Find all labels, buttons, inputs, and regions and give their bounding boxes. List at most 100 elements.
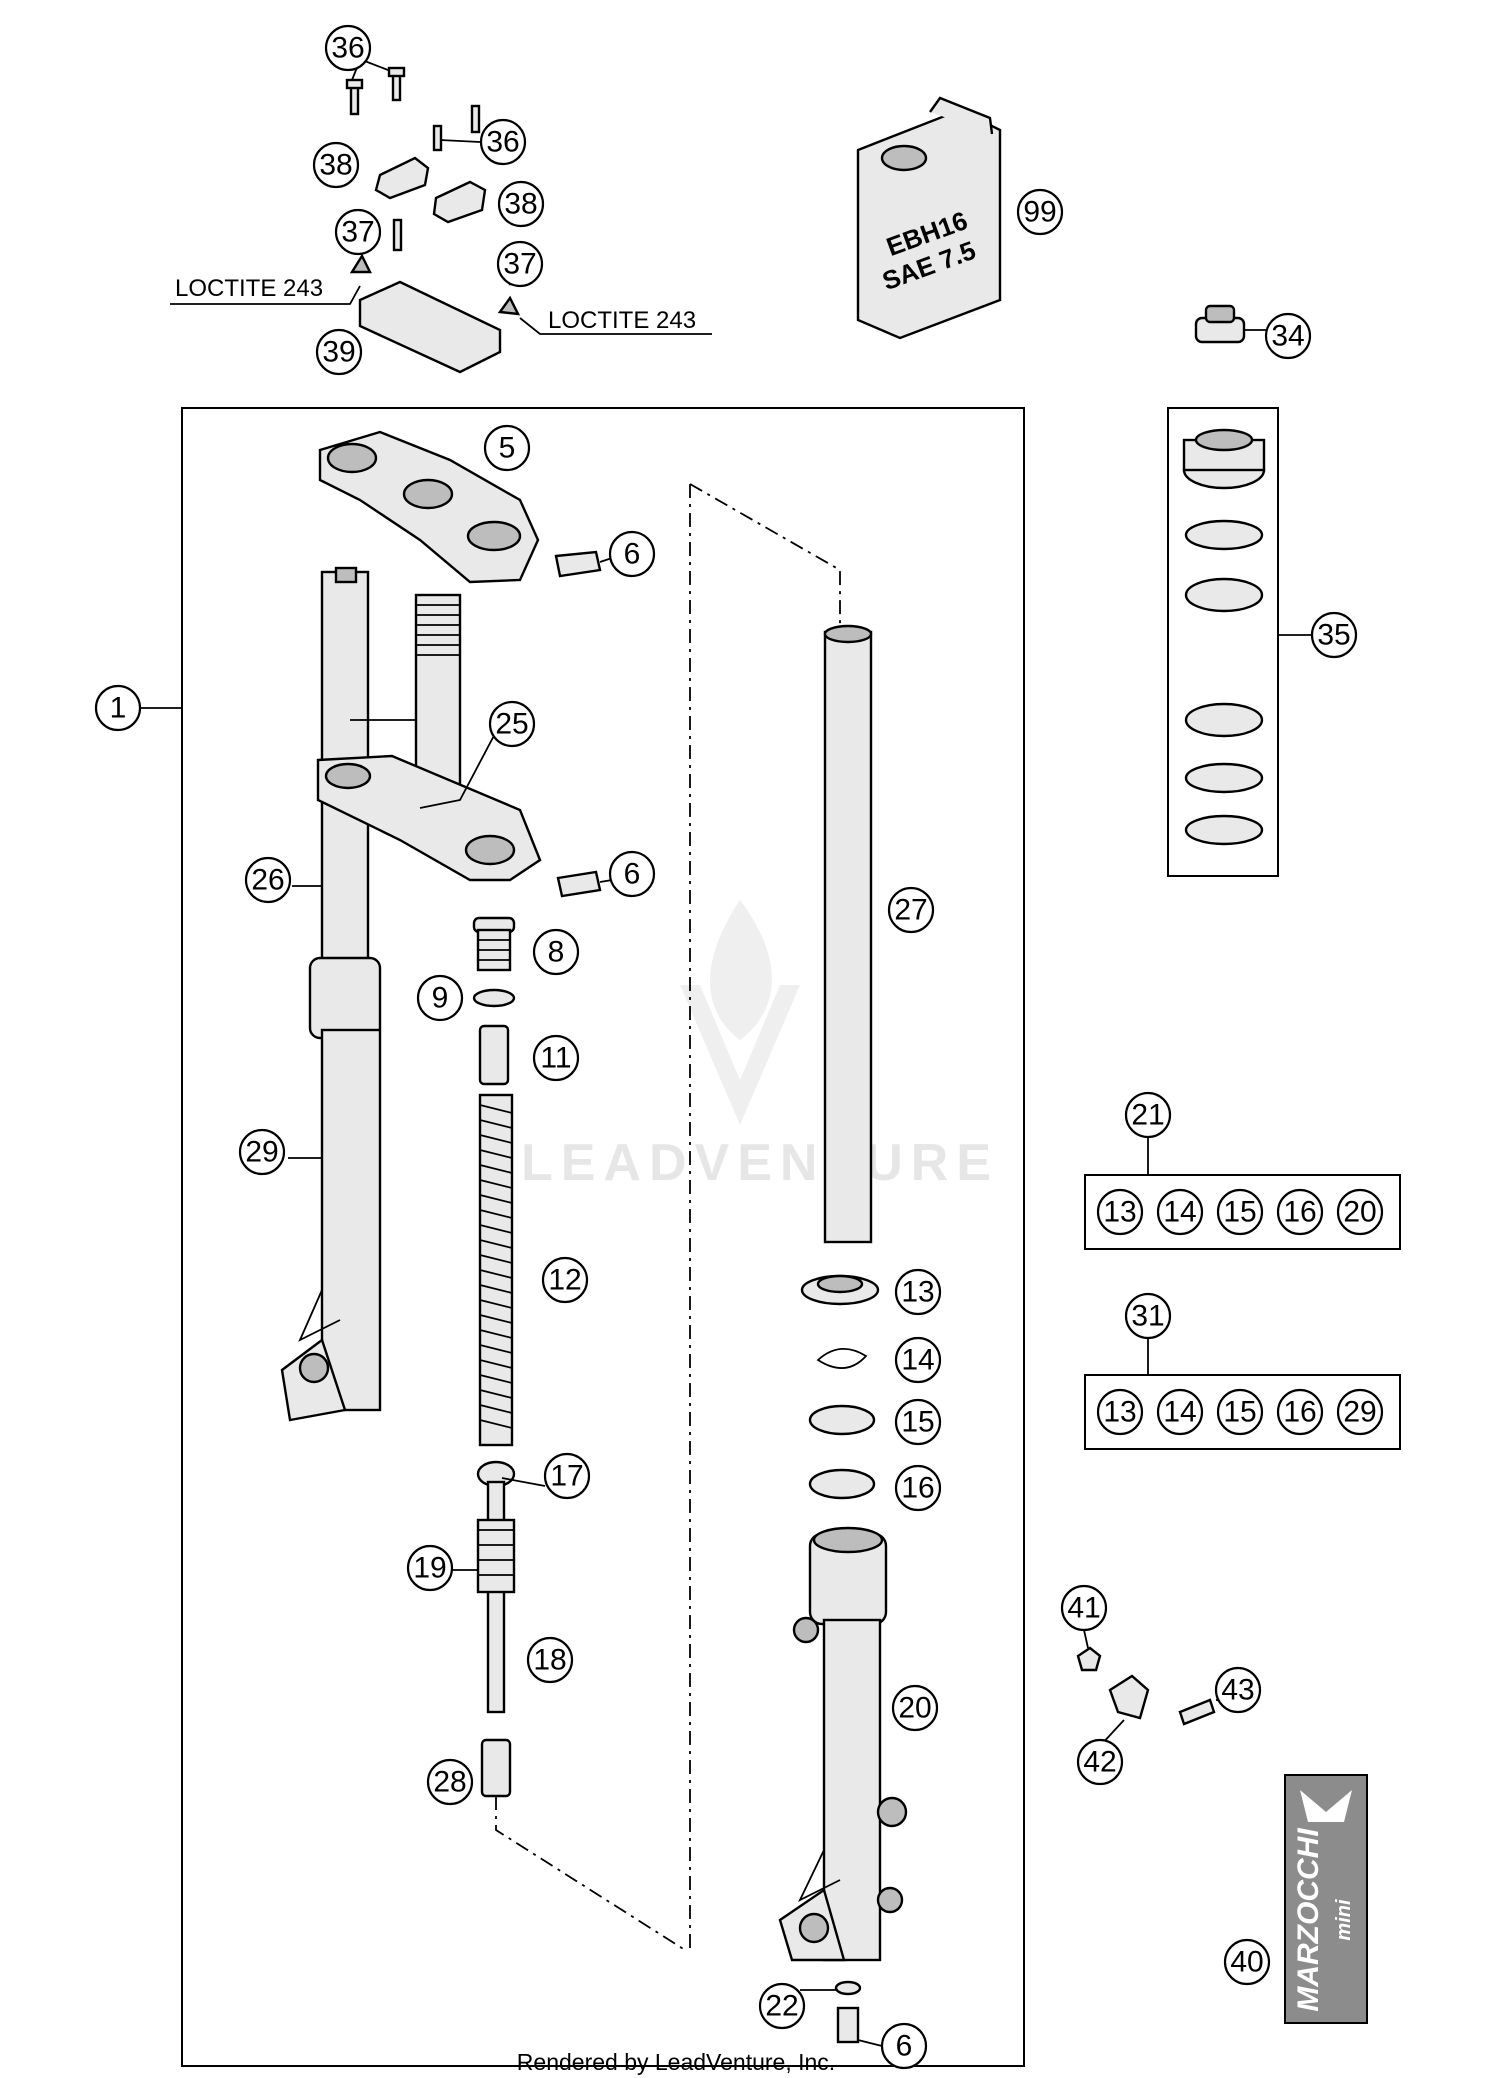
loctite-left-label: LOCTITE 243 [175, 275, 323, 302]
callout-13: 13 [894, 1268, 942, 1316]
callout-16: 16 [894, 1464, 942, 1512]
svg-text:13: 13 [901, 1276, 934, 1309]
svg-text:25: 25 [495, 708, 528, 741]
stem-nut [1194, 304, 1268, 344]
svg-text:11: 11 [540, 1042, 571, 1075]
kit-31-item-3: 16 [1276, 1388, 1324, 1436]
svg-text:12: 12 [548, 1264, 581, 1297]
callout-19: 19 [406, 1544, 454, 1592]
callout-17: 17 [543, 1452, 591, 1500]
outer-tube-20 [778, 1526, 908, 1962]
svg-text:18: 18 [533, 1644, 566, 1677]
svg-text:8: 8 [548, 936, 565, 969]
loctite-drop-left [349, 253, 372, 274]
svg-text:35: 35 [1317, 619, 1350, 652]
svg-text:42: 42 [1083, 1746, 1116, 1779]
watermark: LEADVENTURE [521, 900, 991, 1192]
callout-14: 14 [894, 1336, 942, 1384]
watermark-flame-icon [710, 900, 772, 1040]
callout-6-upper: 6 [608, 530, 656, 578]
svg-text:6: 6 [896, 2030, 913, 2063]
callout-28: 28 [426, 1758, 474, 1806]
watermark-v-icon [680, 985, 800, 1125]
callout-20: 20 [891, 1684, 939, 1732]
svg-text:1: 1 [110, 692, 127, 725]
svg-text:38: 38 [319, 149, 352, 182]
fork-cap-8 [472, 916, 516, 972]
svg-text:20: 20 [898, 1692, 931, 1725]
seal-13 [800, 1274, 880, 1306]
decal-logo-icon [1300, 1790, 1352, 1822]
svg-text:16: 16 [901, 1472, 934, 1505]
decal-brand: MARZOCCHI [1292, 1828, 1325, 2012]
svg-text:15: 15 [901, 1406, 934, 1439]
kit-31-item-0: 13 [1096, 1388, 1144, 1436]
svg-text:22: 22 [765, 1990, 798, 2023]
callout-29: 29 [238, 1128, 286, 1176]
kit-31-item-4: 29 [1336, 1388, 1384, 1436]
bushing-16 [808, 1468, 876, 1500]
svg-text:43: 43 [1221, 1674, 1254, 1707]
clamp-42 [1108, 1674, 1150, 1720]
svg-text:37: 37 [341, 216, 374, 249]
svg-text:27: 27 [894, 894, 927, 927]
loctite-drop-right [497, 295, 521, 316]
svg-text:17: 17 [550, 1460, 583, 1493]
callout-38b: 38 [497, 180, 545, 228]
bushing-15 [808, 1404, 876, 1436]
spacer-11 [478, 1024, 510, 1086]
inner-tube-top [823, 624, 873, 644]
bolt-6-upper [554, 550, 602, 578]
svg-text:21: 21 [1131, 1099, 1164, 1132]
kit-21-item-4: 20 [1336, 1188, 1384, 1236]
loctite-right-leader [519, 317, 712, 335]
clamp-38a [374, 156, 430, 200]
bushing-28 [480, 1738, 512, 1798]
bolt-6-bottom [836, 2006, 860, 2044]
svg-text:14: 14 [1163, 1196, 1196, 1229]
callout-34: 34 [1264, 312, 1312, 360]
rod-18 [476, 1480, 516, 1714]
clamp-base-39 [358, 280, 502, 374]
lower-triple-clamp [316, 754, 542, 882]
svg-text:15: 15 [1223, 1396, 1256, 1429]
loctite-right-label: LOCTITE 243 [548, 307, 696, 334]
o-ring-9 [472, 988, 516, 1008]
bearing-set-frame [1167, 407, 1279, 877]
assembly-dash-upper [689, 483, 841, 640]
svg-text:13: 13 [1103, 1396, 1136, 1429]
svg-text:16: 16 [1283, 1396, 1316, 1429]
callout-36a: 36 [324, 24, 372, 72]
svg-text:29: 29 [1343, 1396, 1376, 1429]
callout-21: 21 [1124, 1091, 1172, 1139]
svg-text:36: 36 [331, 32, 364, 65]
svg-text:14: 14 [901, 1344, 934, 1377]
callout-25: 25 [488, 700, 536, 748]
svg-text:38: 38 [504, 188, 537, 221]
left-fork-leg [280, 566, 382, 1422]
callout-11: 11 [532, 1034, 580, 1082]
kit-31-item-2: 15 [1216, 1388, 1264, 1436]
svg-text:28: 28 [433, 1766, 466, 1799]
svg-text:29: 29 [245, 1136, 278, 1169]
svg-text:41: 41 [1067, 1592, 1100, 1625]
svg-text:99: 99 [1023, 196, 1056, 229]
kit-21-item-3: 16 [1276, 1188, 1324, 1236]
svg-text:5: 5 [499, 432, 516, 465]
bolt-36d [470, 104, 481, 134]
svg-text:14: 14 [1163, 1396, 1196, 1429]
bearing-stack [1182, 428, 1312, 846]
footer-credit: Rendered by LeadVenture, Inc. [517, 2049, 835, 2075]
callout-31: 31 [1124, 1292, 1172, 1340]
svg-text:19: 19 [413, 1552, 446, 1585]
svg-text:6: 6 [624, 858, 641, 891]
callout-15: 15 [894, 1398, 942, 1446]
svg-text:20: 20 [1343, 1196, 1376, 1229]
clamp-38b [432, 180, 487, 224]
callout-37b: 37 [496, 240, 544, 288]
callout-99: 99 [1016, 188, 1064, 236]
callout-37a: 37 [334, 208, 382, 256]
svg-text:26: 26 [251, 864, 284, 897]
callout-42: 42 [1076, 1738, 1124, 1786]
